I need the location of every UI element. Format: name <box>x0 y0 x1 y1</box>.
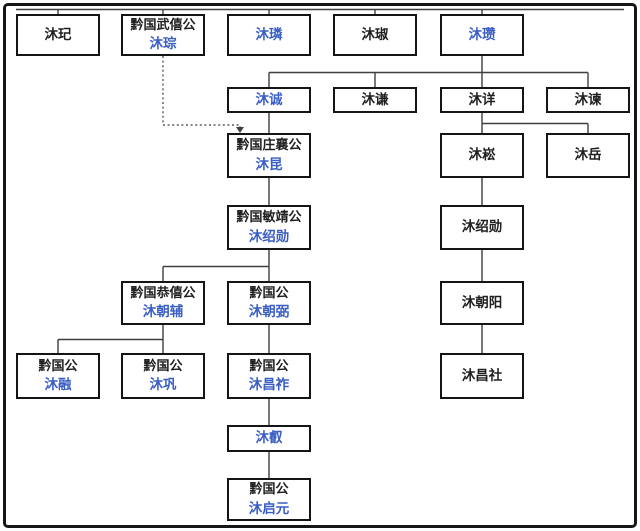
node-name: 沐朝辅 <box>142 304 184 321</box>
adoption-arrowhead <box>236 127 244 133</box>
tree-node-mu-qian: 沐谦 <box>333 87 417 113</box>
tree-node-mu-changzuo: 黔国公沐昌祚 <box>227 353 311 399</box>
tree-node-mu-cong: 黔国武僖公沐琮 <box>121 14 205 56</box>
tree-node-mu-lin: 沐璘 <box>227 14 311 56</box>
node-name: 沐朝阳 <box>461 294 503 311</box>
node-title: 黔国公 <box>249 285 289 301</box>
node-name: 沐叡 <box>255 430 283 447</box>
edge-mu-chaofu <box>57 325 164 353</box>
node-name: 沐昆 <box>255 156 283 173</box>
tree-node-mu-jian: 沐谏 <box>546 87 630 113</box>
node-title: 黔国庄襄公 <box>236 138 302 154</box>
tree-node-mu-qi: 沐玘 <box>16 14 100 56</box>
node-title: 黔国敏靖公 <box>236 210 302 226</box>
node-name: 沐谦 <box>361 91 389 108</box>
node-title: 黔国公 <box>249 358 289 374</box>
node-name: 沐融 <box>44 377 72 394</box>
tree-node-mu-shaoxun: 黔国敏靖公沐绍勋 <box>227 205 311 250</box>
node-name: 沐绍勋 <box>461 219 503 236</box>
node-name: 沐诚 <box>255 91 283 108</box>
tree-node-mu-rong: 黔国公沐融 <box>16 353 100 399</box>
node-title: 黔国公 <box>38 358 78 374</box>
node-name: 沐岳 <box>574 147 602 164</box>
top-connector <box>16 8 624 14</box>
node-name: 沐瓒 <box>468 26 496 43</box>
node-name: 沐昌祚 <box>248 377 290 394</box>
tree-node-mu-song: 沐崧 <box>440 133 524 178</box>
tree-node-mu-changshe: 沐昌社 <box>440 353 524 399</box>
tree-node-mu-chaoyang: 沐朝阳 <box>440 281 524 325</box>
node-name: 沐巩 <box>149 377 177 394</box>
node-name: 沐昌社 <box>461 367 503 384</box>
node-name: 沐琮 <box>149 36 177 53</box>
node-name: 沐绍勋 <box>248 228 290 245</box>
node-title: 黔国恭僖公 <box>130 285 196 301</box>
node-name: 沐启元 <box>248 500 290 517</box>
node-name: 沐崧 <box>468 147 496 164</box>
edge-mu-shaoxun <box>162 250 270 281</box>
node-name: 沐琡 <box>361 26 389 43</box>
tree-node-mu-shaoxun-branch: 沐绍勋 <box>440 205 524 250</box>
tree-node-mu-chaobi: 黔国公沐朝弼 <box>227 281 311 325</box>
tree-node-mu-qiyuan: 黔国公沐启元 <box>227 478 311 521</box>
tree-node-mu-shu: 沐琡 <box>333 14 417 56</box>
edge-mu-xiang <box>481 113 589 133</box>
node-name: 沐玘 <box>44 26 72 43</box>
node-title: 黔国公 <box>143 358 183 374</box>
node-name: 沐璘 <box>255 26 283 43</box>
node-name: 沐朝弼 <box>248 304 290 321</box>
tree-node-mu-chaofu: 黔国恭僖公沐朝辅 <box>121 281 205 325</box>
node-title: 黔国公 <box>249 482 289 498</box>
edge-mu-zan <box>268 56 589 87</box>
tree-node-mu-gong: 黔国公沐巩 <box>121 353 205 399</box>
tree-node-mu-cheng: 沐诚 <box>227 87 311 113</box>
tree-node-mu-zan: 沐瓒 <box>440 14 524 56</box>
tree-node-mu-rui: 沐叡 <box>227 425 311 452</box>
node-name: 沐谏 <box>574 91 602 108</box>
tree-node-mu-xiang: 沐详 <box>440 87 524 113</box>
tree-node-mu-yue: 沐岳 <box>546 133 630 178</box>
tree-node-mu-kun: 黔国庄襄公沐昆 <box>227 133 311 178</box>
node-title: 黔国武僖公 <box>130 17 196 33</box>
node-name: 沐详 <box>468 91 496 108</box>
